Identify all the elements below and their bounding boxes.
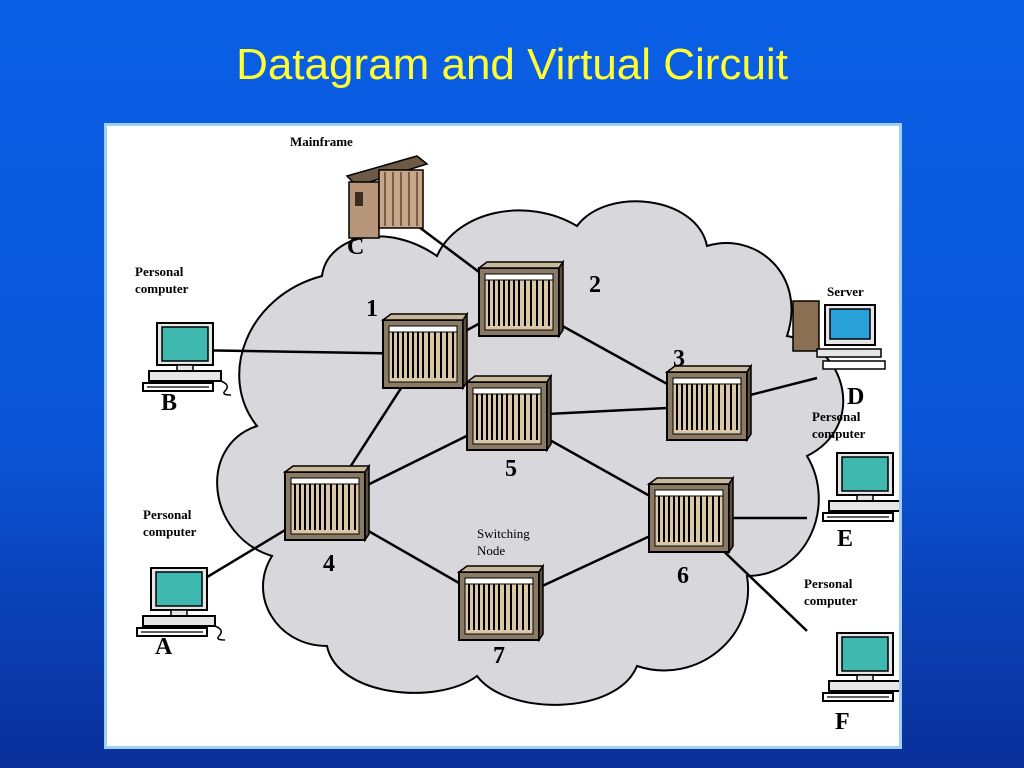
endpoint-letter-C: C xyxy=(347,234,364,260)
switching-node-7-icon xyxy=(458,565,544,641)
switching-node-caption-line: Switching xyxy=(477,526,530,541)
switching-node-4-icon xyxy=(284,465,370,541)
switching-node-5-icon xyxy=(466,375,552,451)
mainframe-icon xyxy=(345,155,429,239)
endpoint-caption-B: computer xyxy=(135,281,189,296)
server-icon xyxy=(792,300,886,370)
personal-computer-icon xyxy=(822,452,899,526)
endpoint-F: F Personal computer xyxy=(804,576,899,735)
endpoint-caption-E: computer xyxy=(812,426,866,441)
node-label-3: 3 xyxy=(673,346,685,372)
endpoint-letter-A: A xyxy=(155,634,173,660)
switching-node-2-icon xyxy=(478,261,564,337)
personal-computer-icon xyxy=(136,567,226,641)
endpoint-caption-C: Mainframe xyxy=(290,134,353,149)
switching-node-caption-line: Node xyxy=(477,543,505,558)
endpoint-caption-F: computer xyxy=(804,593,858,608)
endpoint-caption-F: Personal xyxy=(804,576,853,591)
endpoint-C: C Mainframe xyxy=(290,134,429,260)
switching-node-3-icon xyxy=(666,365,752,441)
endpoint-D: D Server xyxy=(792,284,886,410)
endpoint-letter-E: E xyxy=(837,526,853,552)
endpoint-caption-D: Server xyxy=(827,284,864,299)
personal-computer-icon xyxy=(822,632,899,706)
switching-node-6-icon xyxy=(648,477,734,553)
node-label-1: 1 xyxy=(366,296,378,322)
endpoint-caption-B: Personal xyxy=(135,264,184,279)
personal-computer-icon xyxy=(142,322,232,396)
endpoint-caption-A: computer xyxy=(143,524,197,539)
network-cloud xyxy=(216,200,845,706)
endpoint-caption-E: Personal xyxy=(812,409,861,424)
node-label-4: 4 xyxy=(323,551,335,577)
slide-title: Datagram and Virtual Circuit xyxy=(236,40,788,89)
endpoint-E: E Personal computer xyxy=(812,409,899,552)
endpoint-letter-F: F xyxy=(835,709,850,735)
node-label-2: 2 xyxy=(589,272,601,298)
endpoint-letter-D: D xyxy=(847,384,864,410)
endpoint-A: A Personal computer xyxy=(136,507,226,660)
endpoints-group: APersonalcomputerBPersonalcomputerCMainf… xyxy=(135,134,899,735)
node-label-7: 7 xyxy=(493,643,505,669)
node-label-5: 5 xyxy=(505,456,517,482)
endpoint-letter-B: B xyxy=(161,390,177,416)
node-label-6: 6 xyxy=(677,563,689,589)
switching-node-1-icon xyxy=(382,313,468,389)
endpoint-caption-A: Personal xyxy=(143,507,192,522)
endpoint-B: B Personal computer xyxy=(135,264,232,416)
